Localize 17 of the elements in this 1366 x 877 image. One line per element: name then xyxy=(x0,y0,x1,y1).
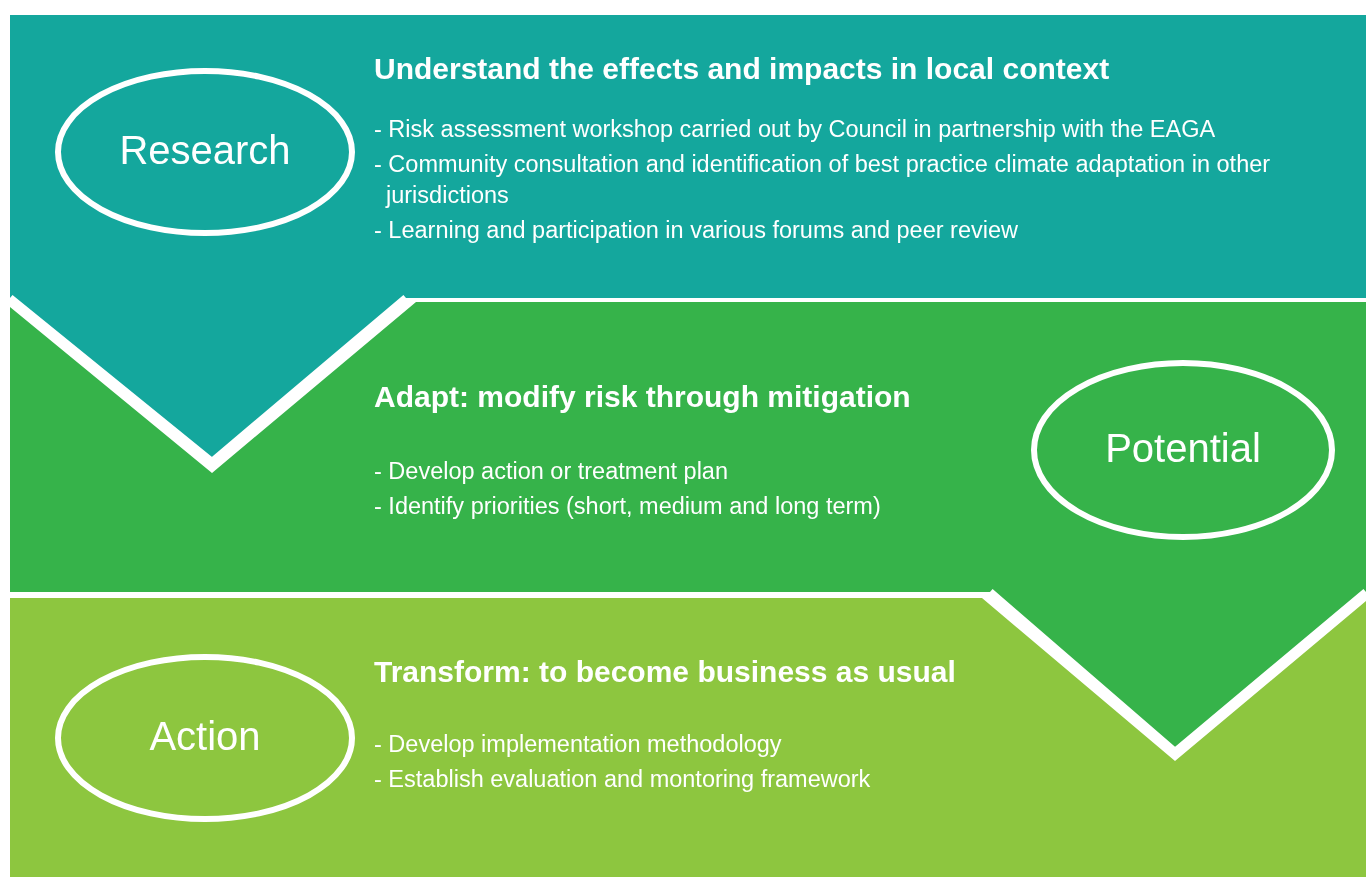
heading: Understand the effects and impacts in local context xyxy=(374,52,1111,86)
stage-label: Potential xyxy=(1104,426,1262,471)
bullet-text: - Identify priorities (short, medium and long term) xyxy=(374,492,882,521)
stage-label: Research xyxy=(118,128,292,173)
bullet-text: - Learning and participation in various forums and peer review xyxy=(374,216,1019,245)
ellipse xyxy=(55,68,355,236)
stage-label: Action xyxy=(148,714,262,759)
bullet-text: - Community consultation and identification of best practice climate adaptation in other jurisdictions xyxy=(374,150,1272,210)
bullet-text: - Risk assessment workshop carried out by Council in partnership with the EAGA xyxy=(374,115,1217,144)
heading: Transform: to become business as usual xyxy=(374,655,957,689)
bullet-text: - Develop implementation methodology xyxy=(374,730,783,759)
bullet-text: - Establish evaluation and montoring framework xyxy=(374,765,872,794)
chevron-band xyxy=(10,598,1366,877)
ellipse xyxy=(55,654,355,822)
bullet-text: - Develop action or treatment plan xyxy=(374,457,729,486)
heading: Adapt: modify risk through mitigation xyxy=(374,380,912,414)
ellipse xyxy=(1031,360,1335,540)
